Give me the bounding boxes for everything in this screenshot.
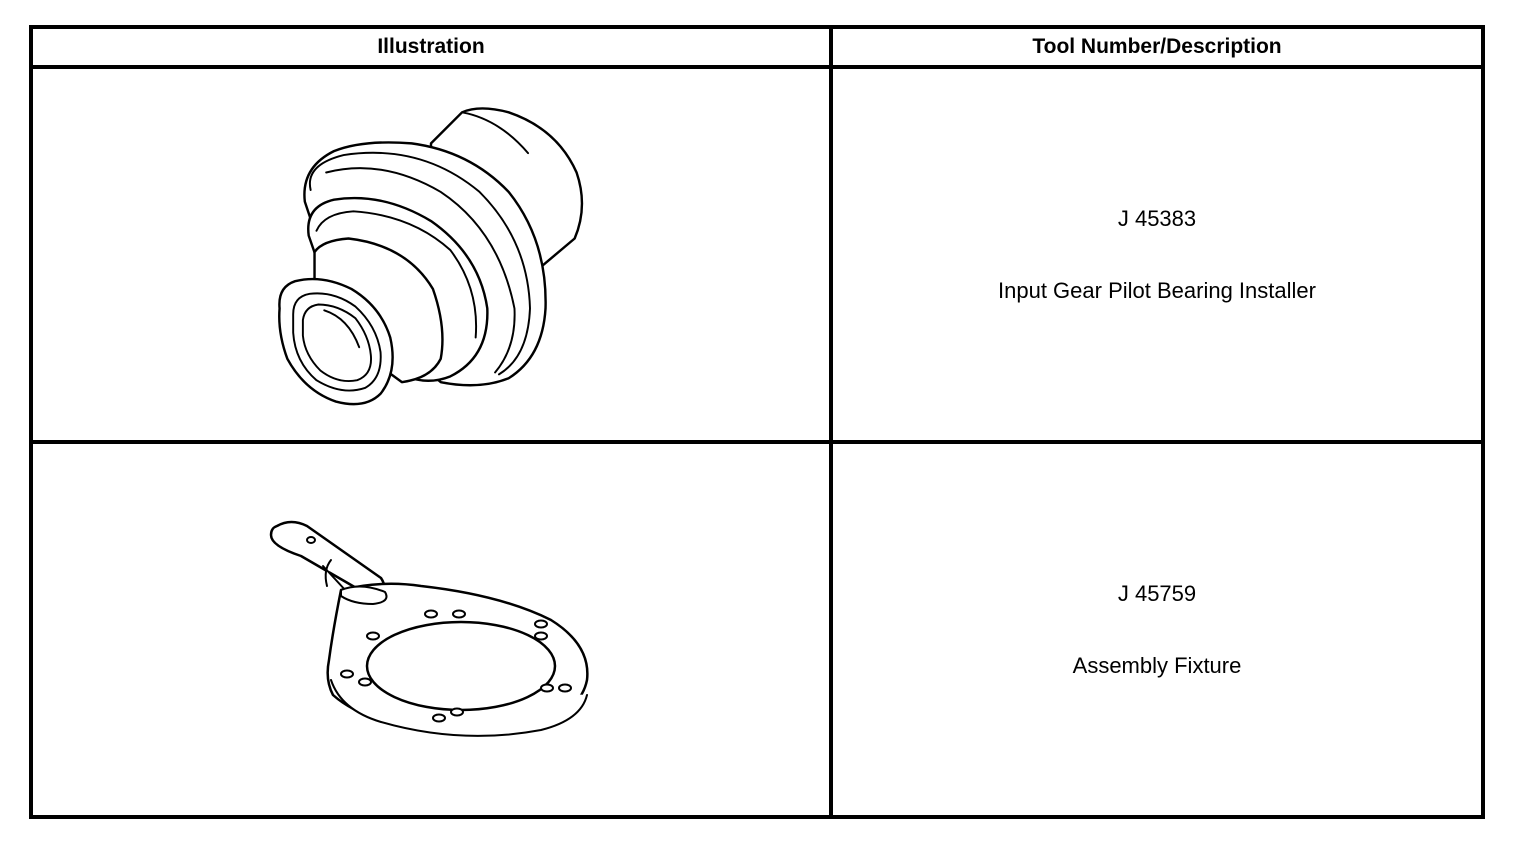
tool-description: Assembly Fixture: [1072, 652, 1242, 678]
table-row: J 45383 Input Gear Pilot Bearing Install…: [29, 65, 1485, 444]
assembly-fixture-icon: [269, 520, 589, 737]
table-row: J 45759 Assembly Fixture: [29, 440, 1485, 819]
table-header-row: Illustration Tool Number/Description: [29, 25, 1485, 69]
tool-table: Illustration Tool Number/Description: [29, 25, 1485, 819]
tool-description: Input Gear Pilot Bearing Installer: [998, 277, 1316, 303]
tool-description-cell: J 45759 Assembly Fixture: [829, 440, 1485, 819]
tool-number: J 45383: [1117, 205, 1197, 231]
tool-number: J 45759: [1117, 580, 1197, 606]
header-tool-number-description: Tool Number/Description: [829, 25, 1485, 69]
illustration-cell: [29, 440, 833, 819]
tool-description-cell: J 45383 Input Gear Pilot Bearing Install…: [829, 65, 1485, 444]
illustration-cell: [29, 65, 833, 444]
header-illustration: Illustration: [29, 25, 833, 69]
bearing-installer-icon: [278, 106, 584, 405]
